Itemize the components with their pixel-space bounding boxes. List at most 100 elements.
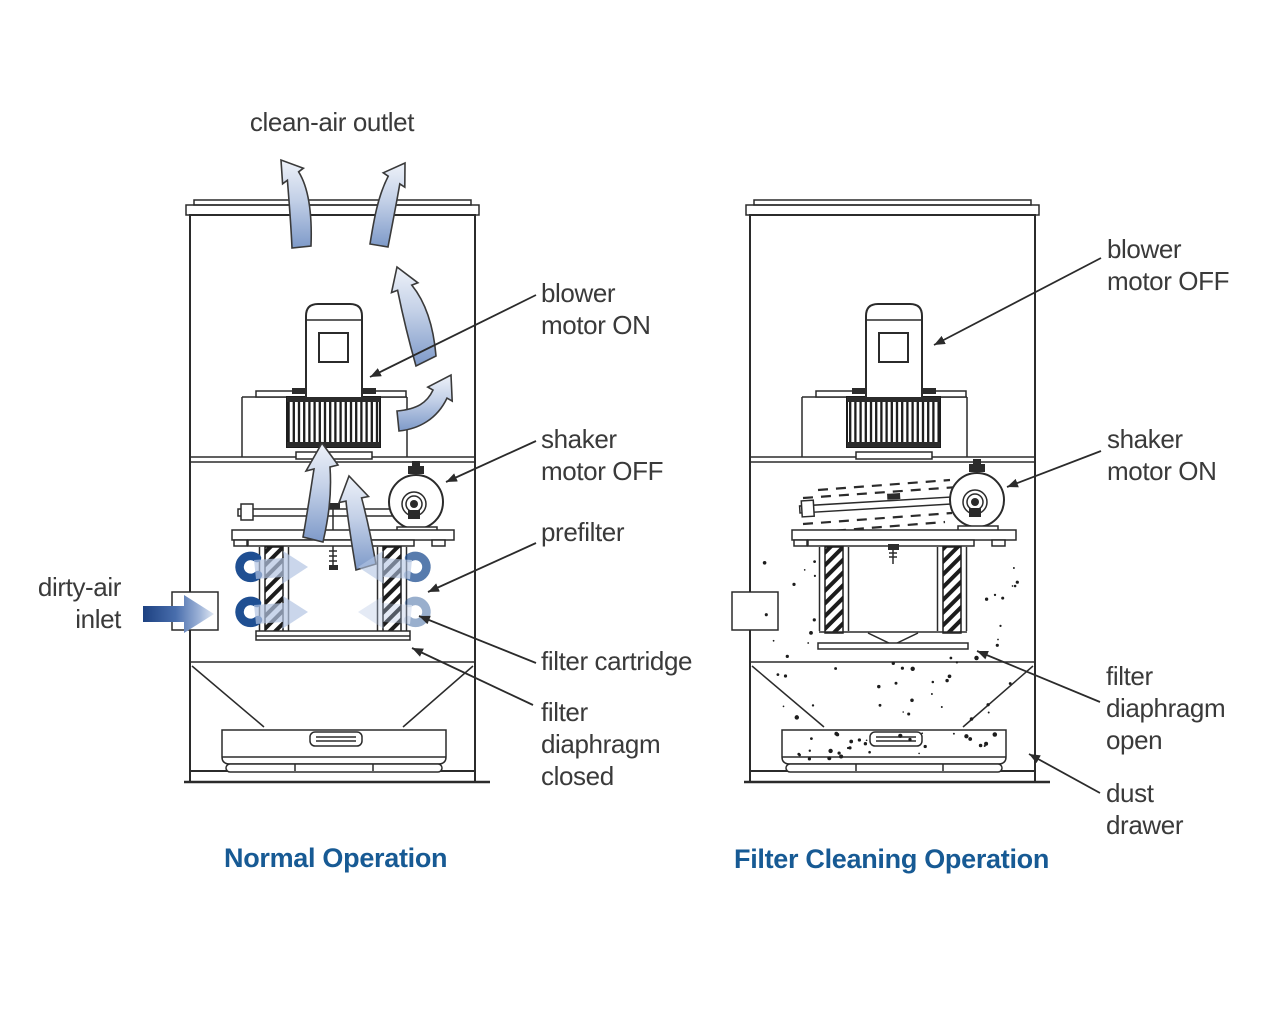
deck-tab-right [431,539,446,547]
blower-exhaust-arrow [396,373,454,432]
deck-tab-right [991,539,1006,547]
clean-air-arrow-right [369,161,406,248]
dirty-air-inlet-duct [731,591,779,631]
label-shaker-motor-off: motor OFF [541,456,663,486]
leader-blower-off [933,257,1102,346]
deck-lip [247,539,415,547]
rising-air-arrow-1 [302,441,340,543]
label-shaker-motor-on: motor ON [1107,456,1216,486]
shaker-motor-top-bolt2 [973,459,981,464]
shaker-bar-clamp [240,503,254,521]
cabinet-lid [185,204,480,216]
filter-cartridge-left-wall [824,546,844,634]
hopper-slope-left [191,665,265,728]
vibration-dashes [802,511,953,526]
drawer-handle [869,731,923,747]
airflow-arrows [143,158,454,633]
deck-tab-left [793,539,808,547]
leader-shaker-on [1006,450,1102,488]
label-filter-cartridge: filter cartridge [541,646,692,676]
cabinet-lid [745,204,1040,216]
label-dust-drawer: drawer [1106,810,1184,840]
label-filter-diaphragm-closed: diaphragm [541,729,660,759]
impeller-top-band [847,397,940,402]
label-shaker-motor-on: shaker [1107,424,1183,454]
labels: clean-air outlet blower motor ON shaker … [38,107,1230,874]
pulley-hub [971,498,979,506]
impeller-drum [286,396,381,448]
label-blower-motor-on: blower [541,278,616,308]
filter-cleaning-unit [731,199,1050,784]
dust-specks-hopper [776,654,1012,721]
filter-swirl [235,551,308,584]
impeller-outlet-flange [295,451,373,460]
label-filter-diaphragm-open: filter [1106,661,1153,691]
drawer-handle [309,731,363,747]
filter-diaphragm-open [817,642,969,650]
label-dirty-air-inlet: inlet [75,604,122,634]
hanger-bolt [888,544,899,550]
dirty-air-inlet-arrow [143,595,214,633]
swirl-tail [358,551,412,584]
label-dirty-air-inlet: dirty-air [38,572,122,602]
deck-tab-left [233,539,248,547]
hopper-slope-right [402,665,474,728]
rising-air-arrow-2 [337,474,377,572]
filter-cartridge-right-wall [942,546,962,634]
hopper-slope-right [962,665,1034,728]
clean-air-arrow-left [280,158,313,249]
label-filter-diaphragm-open: open [1106,725,1162,755]
label-clean-air-outlet: clean-air outlet [250,107,415,137]
dust-specks-drawer [797,731,998,761]
drawer-lip [785,763,1003,773]
shaker-motor-top-bolt [408,466,424,474]
leader-filter-cartridge [418,615,537,664]
pulley-hub [410,500,418,508]
leader-shaker-off [445,440,537,483]
swirl-tail [358,596,412,629]
normal-operation-unit [171,199,490,784]
dust-specks-left [762,560,816,644]
drawer-lip [225,763,443,773]
dust-specks-right [984,567,1019,647]
label-blower-motor-on: motor ON [541,310,650,340]
leader-prefilter [427,542,537,593]
blower-motor [305,303,363,399]
caption-normal-operation: Normal Operation [224,843,447,873]
label-blower-motor-off: blower [1107,234,1182,264]
label-filter-diaphragm-closed: filter [541,697,588,727]
impeller-drum [846,396,941,448]
leader-lines [369,257,1102,794]
vibration-dashes [802,485,959,500]
pulley-bracket [408,510,420,519]
motor-window [318,332,349,363]
motor-window [878,332,909,363]
swirl-tail [254,551,308,584]
vibration-dashes [817,478,951,492]
blower-motor [865,303,923,399]
swirl-tail [254,596,308,629]
shaker-bar-bolt [887,493,901,500]
pulley-bracket [969,508,981,517]
impeller-outlet-flange [855,451,933,460]
filter-swirl [358,596,431,629]
leader-diaphragm-closed [411,647,534,706]
leader-dust-drawer [1028,753,1101,794]
shaker-bar-bolt [327,503,340,509]
leader-blower-on [369,294,537,378]
shaker-motor-top-bolt2 [412,461,420,466]
label-prefilter: prefilter [541,517,625,547]
leader-diaphragm-open [976,650,1101,703]
updraft-arrow [390,265,437,368]
impeller-bottom-band [847,442,940,447]
label-filter-diaphragm-closed: closed [541,761,614,791]
deck-plate [231,529,455,541]
label-filter-diaphragm-open: diaphragm [1106,693,1225,723]
shaker-motor-top-bolt [969,464,985,472]
shaker-bar-clamp [800,499,816,518]
label-shaker-motor-off: shaker [541,424,617,454]
filter-swirl [358,551,431,584]
hanger-foot [329,565,338,570]
